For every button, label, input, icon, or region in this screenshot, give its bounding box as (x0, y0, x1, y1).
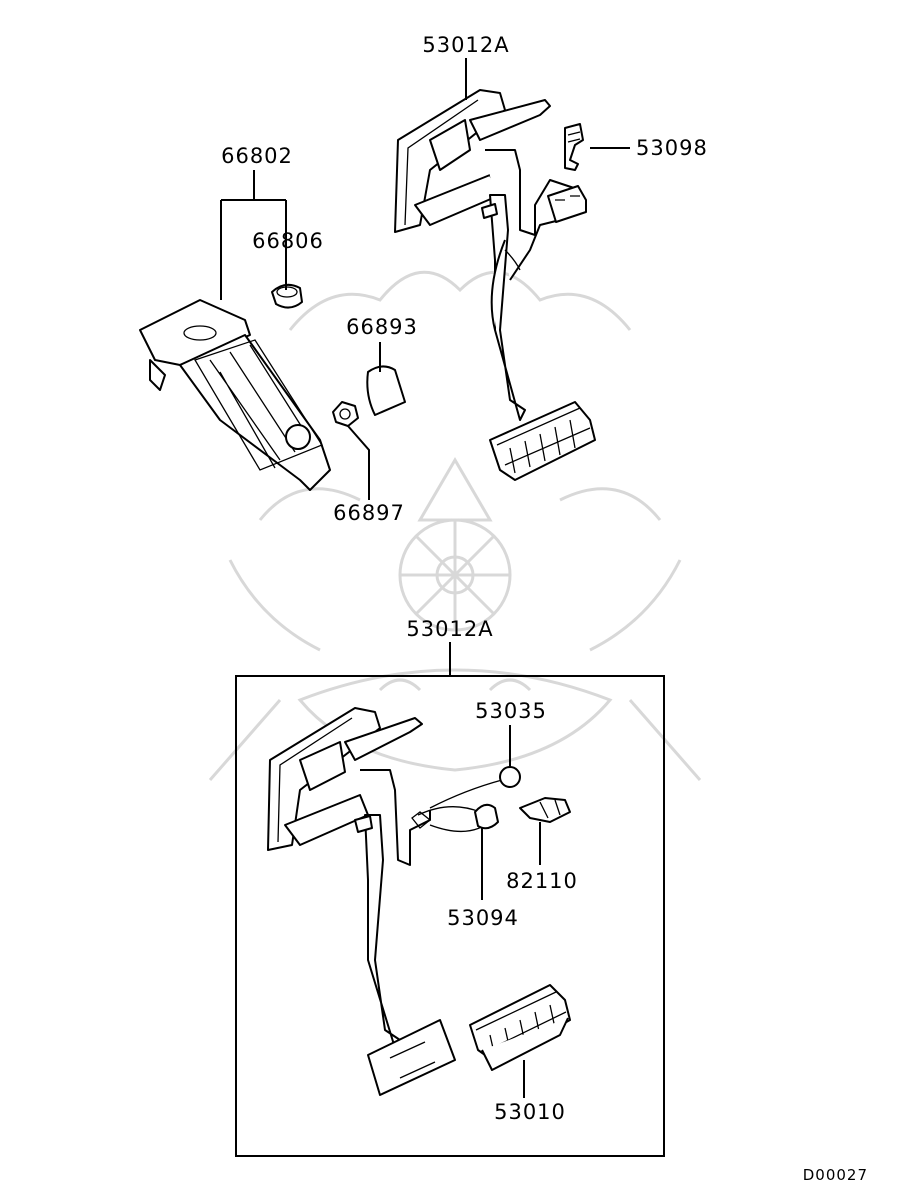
pad-assembly-66802 (139, 299, 331, 491)
lower-assembly-box (235, 642, 665, 1157)
cap-66806 (271, 283, 303, 309)
label-pad-assembly: 66802 (221, 144, 293, 168)
label-cap: 66806 (252, 229, 324, 253)
bushing-53035 (499, 766, 521, 788)
upper-pedal-assembly (394, 89, 596, 481)
label-nut: 66897 (333, 501, 405, 525)
label-stopper: 66893 (346, 315, 418, 339)
stopper-66893 (366, 365, 406, 416)
bolt-53098 (564, 123, 584, 171)
clip-53094 (474, 803, 499, 830)
switch-82110 (519, 797, 571, 823)
label-bushing: 53035 (475, 699, 547, 723)
label-upper-assembly: 53012A (422, 33, 509, 57)
label-bolt: 53098 (636, 136, 708, 160)
lower-pedal-assembly (267, 707, 571, 1096)
label-switch: 82110 (506, 869, 578, 893)
diagram-code: D00027 (803, 1166, 868, 1184)
upper-leader-lines (220, 58, 630, 500)
label-clip: 53094 (447, 906, 519, 930)
label-pedal-pad: 53010 (494, 1100, 566, 1124)
lower-leader-lines (481, 725, 541, 1098)
watermark-emblem (208, 270, 702, 781)
label-lower-assembly: 53012A (406, 617, 493, 641)
nut-66897 (332, 401, 359, 427)
